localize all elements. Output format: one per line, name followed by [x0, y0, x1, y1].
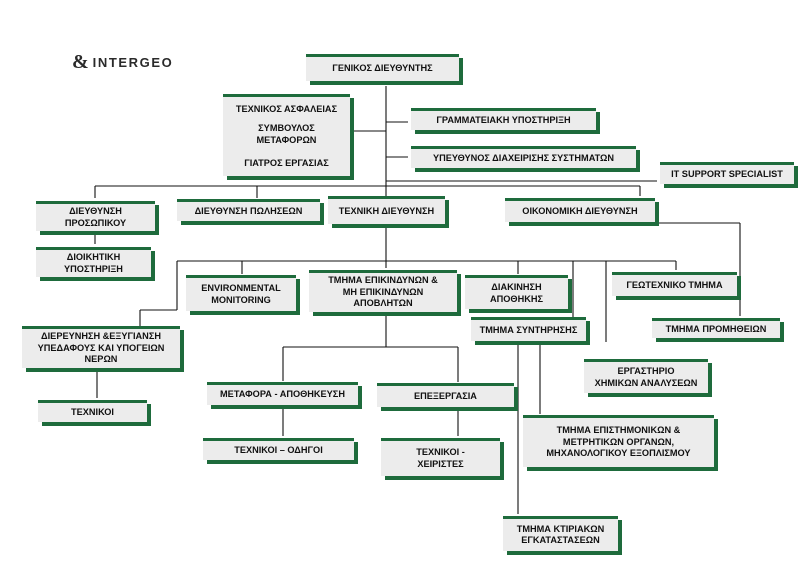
waste-dept-box: ΤΜΗΜΑ ΕΠΙΚΙΝΔΥΝΩΝ & ΜΗ ΕΠΙΚΙΝΔΥΝΩΝ ΑΠΟΒΛ…: [309, 270, 457, 312]
transport-storage-label: ΜΕΤΑΦΟΡΑ - ΑΠΟΘΗΚΕΥΣΗ: [220, 389, 345, 400]
technical-directorate-label: ΤΕΧΝΙΚΗ ΔΙΕΥΘΥΝΣΗ: [338, 205, 435, 216]
technicians-drivers-label: ΤΕΧΝΙΚΟΙ – ΟΔΗΓΟΙ: [234, 444, 323, 455]
processing-box: ΕΠΕΞΕΡΓΑΣΙΑ: [377, 383, 514, 407]
logo-wordmark: INTERGEO: [92, 54, 174, 70]
technicians-handlers-label: ΤΕΧΝΙΚΟΙ -: [416, 447, 465, 457]
general-director-label: ΓΕΝΙΚΟΣ ΔΙΕΥΘΥΝΤΗΣ: [332, 63, 433, 74]
env-monitoring-box: ENVIRONMENTAL MONITORING: [186, 275, 296, 311]
admin-support-label-2: ΥΠΟΣΤΗΡΙΞΗ: [64, 263, 123, 274]
subsoil-investigation-box: ΔΙΕΡΕΥΝΗΣΗ &ΕΞΥΓΙΑΝΣΗ ΥΠΕΔΑΦΟΥΣ ΚΑΙ ΥΠΟΓ…: [22, 326, 180, 368]
safety-technician-label: ΤΕΧΝΙΚΟΣ ΑΣΦΑΛΕΙΑΣ: [235, 103, 338, 114]
waste-dept-label-3: ΑΠΟΒΛΗΤΩΝ: [353, 298, 413, 309]
building-facilities-label-2: ΕΓΚΑΤΑΣΤΑΣΕΩΝ: [521, 535, 600, 545]
technical-directorate-box: ΤΕΧΝΙΚΗ ΔΙΕΥΘΥΝΣΗ: [328, 196, 445, 224]
admin-support-box: ΔΙΟΙΚΗΤΙΚΗ ΥΠΟΣΤΗΡΙΞΗ: [36, 247, 151, 277]
hr-directorate-label-2: ΠΡΟΣΩΠΙΚΟΥ: [64, 217, 127, 228]
scientific-instruments-label: ΤΜΗΜΑ ΕΠΙΣΤΗΜΟΝΙΚΩΝ &: [556, 425, 681, 436]
geotechnical-label: ΓΕΩΤΕΧΝΙΚΟ ΤΜΗΜΑ: [626, 279, 723, 290]
scientific-instruments-label-3: ΜΗΧΑΝΟΛΟΓΙΚΟΥ ΕΞΟΠΛΙΣΜΟΥ: [546, 448, 691, 459]
secretarial-support-label: ΓΡΑΜΜΑΤΕΙΑΚΗ ΥΠΟΣΤΗΡΙΞΗ: [436, 114, 571, 125]
transport-advisor-label-2: ΜΕΤΑΦΟΡΩΝ: [256, 134, 317, 145]
technicians-label: ΤΕΧΝΙΚΟΙ: [71, 406, 114, 417]
maintenance-box: ΤΜΗΜΑ ΣΥΝΤΗΡΗΣΗΣ: [471, 317, 586, 341]
chem-lab-label-2: ΧΗΜΙΚΩΝ ΑΝΑΛΥΣΕΩΝ: [594, 377, 698, 388]
transport-storage-box: ΜΕΤΑΦΟΡΑ - ΑΠΟΘΗΚΕΥΣΗ: [207, 382, 358, 405]
sales-directorate-box: ΔΙΕΥΘΥΝΣΗ ΠΩΛΗΣΕΩΝ: [177, 199, 320, 221]
hr-directorate-label: ΔΙΕΥΘΥΝΣΗ: [69, 206, 122, 216]
hr-directorate-box: ΔΙΕΥΘΥΝΣΗ ΠΡΟΣΩΠΙΚΟΥ: [36, 201, 155, 231]
technicians-handlers-label-2: ΧΕΙΡΙΣΤΕΣ: [417, 458, 464, 469]
general-director-box: ΓΕΝΙΚΟΣ ΔΙΕΥΘΥΝΤΗΣ: [306, 54, 459, 81]
it-support-box: IT SUPPORT SPECIALIST: [660, 162, 794, 184]
waste-dept-label-2: ΜΗ ΕΠΙΚΙΝΔΥΝΩΝ: [342, 286, 424, 297]
technicians-handlers-box: ΤΕΧΝΙΚΟΙ - ΧΕΙΡΙΣΤΕΣ: [381, 438, 500, 476]
maintenance-label: ΤΜΗΜΑ ΣΥΝΤΗΡΗΣΗΣ: [479, 324, 578, 335]
technicians-box: ΤΕΧΝΙΚΟΙ: [38, 400, 147, 422]
sales-directorate-label: ΔΙΕΥΘΥΝΣΗ ΠΩΛΗΣΕΩΝ: [194, 205, 303, 216]
building-facilities-label: ΤΜΗΜΑ ΚΤΙΡΙΑΚΩΝ: [516, 523, 605, 534]
procurement-label: ΤΜΗΜΑ ΠΡΟΜΗΘΕΙΩΝ: [665, 323, 767, 334]
finance-directorate-label: ΟΙΚΟΝΟΜΙΚΗ ΔΙΕΥΘΥΝΣΗ: [522, 205, 638, 216]
subsoil-investigation-label: ΔΙΕΡΕΥΝΗΣΗ &ΕΞΥΓΙΑΝΣΗ: [41, 331, 161, 342]
scientific-instruments-label-2: ΜΕΤΡΗΤΙΚΩΝ ΟΡΓΑΝΩΝ,: [562, 436, 675, 447]
advisors-box: ΤΕΧΝΙΚΟΣ ΑΣΦΑΛΕΙΑΣ ΣΥΜΒΟΥΛΟΣ ΜΕΤΑΦΟΡΩΝ Γ…: [223, 94, 350, 176]
geotechnical-box: ΓΕΩΤΕΧΝΙΚΟ ΤΜΗΜΑ: [612, 272, 737, 296]
procurement-box: ΤΜΗΜΑ ΠΡΟΜΗΘΕΙΩΝ: [652, 318, 780, 338]
admin-support-label: ΔΙΟΙΚΗΤΙΚΗ: [66, 252, 121, 262]
waste-dept-label: ΤΜΗΜΑ ΕΠΙΚΙΝΔΥΝΩΝ &: [328, 275, 438, 286]
chem-lab-label: ΕΡΓΑΣΤΗΡΙΟ: [617, 366, 675, 376]
finance-directorate-box: ΟΙΚΟΝΟΜΙΚΗ ΔΙΕΥΘΥΝΣΗ: [505, 198, 655, 222]
warehouse-label-2: ΑΠΟΘΗΚΗΣ: [490, 293, 543, 304]
secretarial-support-box: ΓΡΑΜΜΑΤΕΙΑΚΗ ΥΠΟΣΤΗΡΙΞΗ: [411, 108, 596, 130]
warehouse-box: ΔΙΑΚΙΝΗΣΗ ΑΠΟΘΗΚΗΣ: [465, 275, 568, 309]
occupational-doctor-label: ΓΙΑΤΡΟΣ ΕΡΓΑΣΙΑΣ: [244, 158, 329, 168]
building-facilities-box: ΤΜΗΜΑ ΚΤΙΡΙΑΚΩΝ ΕΓΚΑΤΑΣΤΑΣΕΩΝ: [503, 516, 618, 551]
systems-manager-label: ΥΠΕΥΘΥΝΟΣ ΔΙΑΧΕΙΡΙΣΗΣ ΣΥΣΤΗΜΑΤΩΝ: [432, 152, 615, 163]
it-support-label: IT SUPPORT SPECIALIST: [671, 168, 783, 179]
intergeo-logo: & INTERGEO: [72, 51, 173, 73]
subsoil-investigation-label-2: ΥΠΕΔΑΦΟΥΣ ΚΑΙ ΥΠΟΓΕΙΩΝ: [37, 342, 165, 353]
logo-mark: &: [72, 51, 89, 73]
env-monitoring-label-2: MONITORING: [211, 294, 271, 305]
warehouse-label: ΔΙΑΚΙΝΗΣΗ: [491, 282, 542, 292]
env-monitoring-label: ENVIRONMENTAL: [201, 283, 281, 293]
transport-advisor-label: ΣΥΜΒΟΥΛΟΣ: [258, 123, 315, 133]
subsoil-investigation-label-3: ΝΕΡΩΝ: [84, 354, 118, 365]
systems-manager-box: ΥΠΕΥΘΥΝΟΣ ΔΙΑΧΕΙΡΙΣΗΣ ΣΥΣΤΗΜΑΤΩΝ: [411, 146, 636, 168]
scientific-instruments-box: ΤΜΗΜΑ ΕΠΙΣΤΗΜΟΝΙΚΩΝ & ΜΕΤΡΗΤΙΚΩΝ ΟΡΓΑΝΩΝ…: [523, 415, 714, 467]
chem-lab-box: ΕΡΓΑΣΤΗΡΙΟ ΧΗΜΙΚΩΝ ΑΝΑΛΥΣΕΩΝ: [584, 359, 708, 393]
technicians-drivers-box: ΤΕΧΝΙΚΟΙ – ΟΔΗΓΟΙ: [203, 438, 354, 460]
processing-label: ΕΠΕΞΕΡΓΑΣΙΑ: [414, 390, 477, 401]
